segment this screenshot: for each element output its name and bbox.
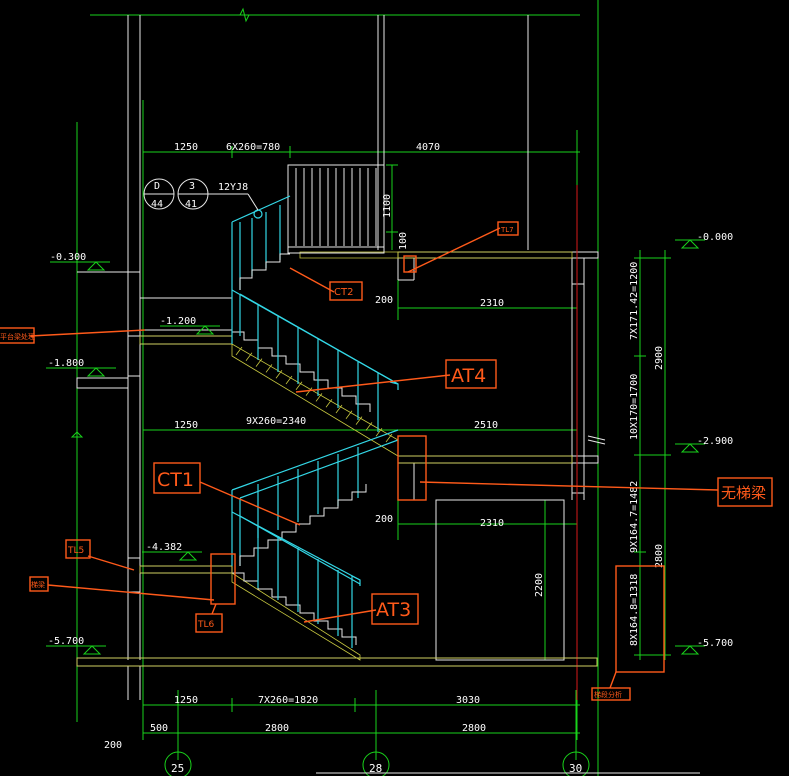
label-at3: AT3 [376,599,411,621]
dim-bot-2800-b: 2800 [462,723,486,734]
detail-ref-label: 12YJ8 [218,182,248,193]
dim-right-10x170: 10X170=1700 [629,374,640,440]
dim-100: 100 [398,232,409,250]
dim-right-8x164: 8X164.8=1318 [629,574,640,646]
dimension-lines [70,0,671,776]
label-left-note-1: 平台梁处理 [0,332,35,341]
hatch-stroke [335,404,343,414]
hatch-stroke [375,427,383,437]
hatch-stroke [245,352,253,362]
dim-bot-2800-a: 2800 [265,723,289,734]
dim-right-7x171: 7X171.42=1200 [629,262,640,340]
hatch-stroke [385,433,393,443]
axis-bubbles: 25 28 30 [164,751,590,776]
dim-mid-1250: 1250 [174,420,198,431]
dim-top-1250: 1250 [174,142,198,153]
markup-annotations: CT2 TL7 平台梁处理 AT4 无梯梁 CT1 TL5 梯梁 TL6 [0,221,773,701]
dim-bot-200: 200 [104,740,122,751]
hatch-stroke [345,410,353,420]
detail-3-bot: 41 [185,199,197,210]
dim-bot-1250: 1250 [174,695,198,706]
axis-25: 25 [171,762,184,775]
hatch-stroke [255,358,263,367]
label-tl7: TL7 [500,226,514,234]
dim-200-a: 200 [375,295,393,306]
label-no-beam: 无梯梁 [721,484,766,502]
dimension-text: 1250 6X260=780 4070 1100 100 200 2310 12… [104,142,665,751]
hatch-stroke [325,398,333,408]
dim-mid-2510: 2510 [474,420,498,431]
label-ct1: CT1 [157,469,194,491]
elev-5700-left: -5.700 [48,636,84,647]
hatch-stroke [235,346,243,356]
label-tl6: TL6 [197,620,215,630]
label-ct2: CT2 [334,287,353,298]
dim-1100: 1100 [382,194,393,218]
hatch-stroke [355,416,363,425]
elev-000: -0.000 [697,232,733,243]
dim-mid-9x260: 9X260=2340 [246,416,306,427]
stair-hatching [76,251,598,667]
dim-2310-a: 2310 [480,298,504,309]
hatch-stroke [265,364,273,373]
dim-2200: 2200 [534,573,545,597]
elev-1200: -1.200 [160,316,196,327]
hatch-stroke [295,381,303,391]
axis-28: 28 [369,762,382,775]
dim-bot-7x260: 7X260=1820 [258,695,318,706]
elev-0300: -0.300 [50,252,86,263]
dim-bot-3030: 3030 [456,695,480,706]
hatch-stroke [365,422,373,431]
detail-d-top: D [154,181,160,192]
concrete-outlines [76,15,606,700]
top-grille [287,168,385,254]
label-left-note-2: 梯梁 [31,580,45,589]
hatch-stroke [305,387,313,396]
dim-bot-500: 500 [150,723,168,734]
dim-top-6x260: 6X260=780 [226,142,280,153]
axis-30: 30 [569,762,582,775]
elev-4382: -4.382 [146,542,182,553]
hatch-stroke [315,393,323,402]
dim-top-4070: 4070 [416,142,440,153]
dim-right-2800: 2800 [654,544,665,568]
elev-2900: -2.900 [697,436,733,447]
detail-d-bot: 44 [151,199,163,210]
dim-right-9x164: 9X164.7=1482 [629,481,640,553]
label-tl5: TL5 [67,546,84,556]
detail-3-top: 3 [189,181,195,192]
hatch-stroke [275,369,283,379]
label-at4: AT4 [451,365,486,387]
elev-1800: -1.800 [48,358,84,369]
elevation-marks: -0.000 -0.300 -1.200 -1.800 -2.900 -4.38… [46,232,733,655]
hatch-stroke [285,375,293,385]
detail-reference: D 44 3 41 12YJ8 [143,178,259,211]
railings [231,195,399,648]
label-bottom-note: 梯段分析 [594,690,622,699]
dim-200-b: 200 [375,514,393,525]
dim-right-2900: 2900 [654,346,665,370]
elev-5700-right: -5.700 [697,638,733,649]
dim-2310-b: 2310 [480,518,504,529]
